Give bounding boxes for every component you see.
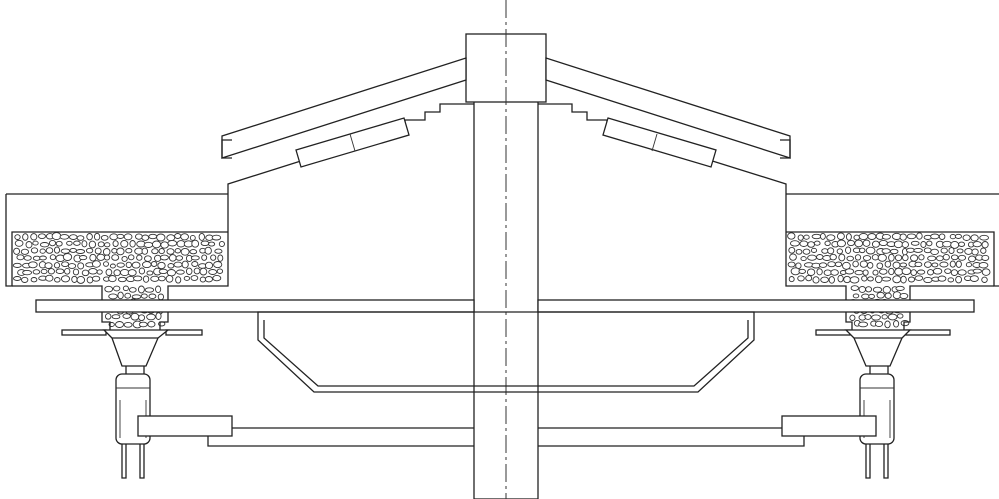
hood: [221, 57, 791, 262]
right-inclined-plate: [602, 117, 717, 168]
left-funnel: [102, 329, 170, 367]
right-feeder: [781, 312, 951, 479]
right-funnel: [844, 329, 912, 367]
left-drive-arm: [137, 415, 233, 437]
left-gravel-bed: [12, 232, 225, 284]
right-container: [785, 193, 999, 329]
central-shaft: [465, 0, 547, 499]
platform-beam: [35, 299, 975, 313]
right-gravel-bed: [787, 232, 991, 284]
transmission-bars: [207, 427, 805, 447]
central-housing: [257, 311, 755, 393]
left-inclined-plate: [295, 117, 410, 168]
right-drive-arm: [781, 415, 877, 437]
left-feeder: [61, 312, 233, 479]
